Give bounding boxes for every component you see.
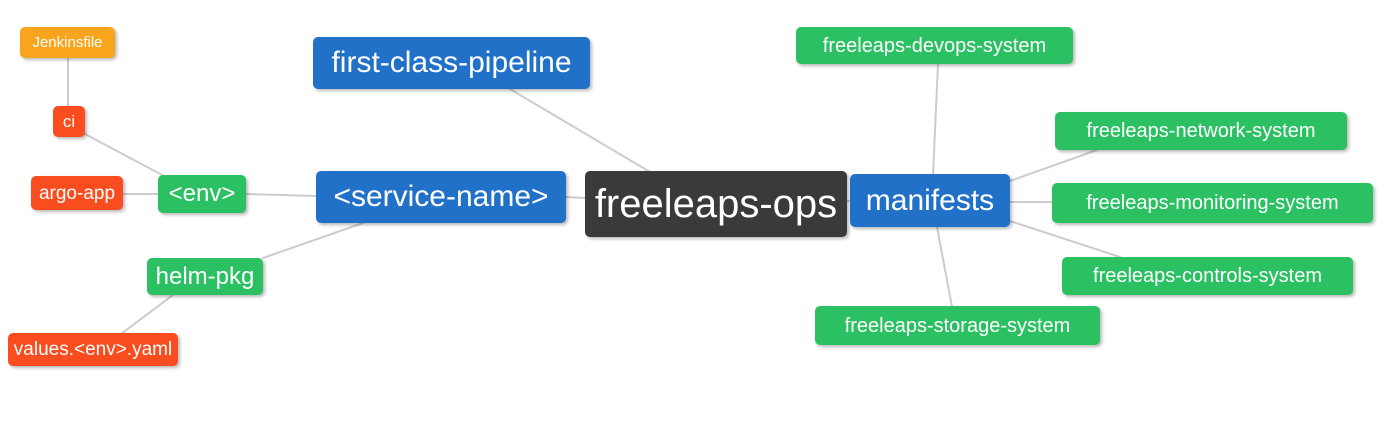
node-service-name[interactable]: <service-name> [316,171,566,223]
edge-service-name-ops [565,196,587,199]
edge-pipeline-freeleaps-ops [509,88,651,173]
node-first-class-pipeline[interactable]: first-class-pipeline [313,37,590,89]
node-manifests[interactable]: manifests [850,174,1010,227]
node-ci[interactable]: ci [53,106,85,137]
node-argo-app[interactable]: argo-app [31,176,123,210]
edge-service-name-helm-pkg [262,222,364,259]
edge-ci-env [84,133,165,177]
node-env[interactable]: <env> [158,175,246,213]
node-freeleaps-controls-system[interactable]: freeleaps-controls-system [1062,257,1353,295]
node-jenkinsfile[interactable]: Jenkinsfile [20,27,115,58]
node-freeleaps-devops-system[interactable]: freeleaps-devops-system [796,27,1073,64]
edge-helm-pkg-values [120,294,174,335]
node-freeleaps-storage-system[interactable]: freeleaps-storage-system [815,306,1100,345]
node-freeleaps-monitoring-system[interactable]: freeleaps-monitoring-system [1052,183,1373,223]
edge-manifests-network [1009,149,1098,182]
node-values-env-yaml[interactable]: values.<env>.yaml [8,333,178,366]
node-helm-pkg[interactable]: helm-pkg [147,258,263,295]
node-freeleaps-network-system[interactable]: freeleaps-network-system [1055,112,1347,150]
edge-manifests-devops [932,63,939,176]
edge-env-service-name [245,193,317,197]
edge-manifests-controls [1009,220,1121,258]
edge-manifests-storage [936,226,953,308]
node-freeleaps-ops-root[interactable]: freeleaps-ops [585,171,847,237]
